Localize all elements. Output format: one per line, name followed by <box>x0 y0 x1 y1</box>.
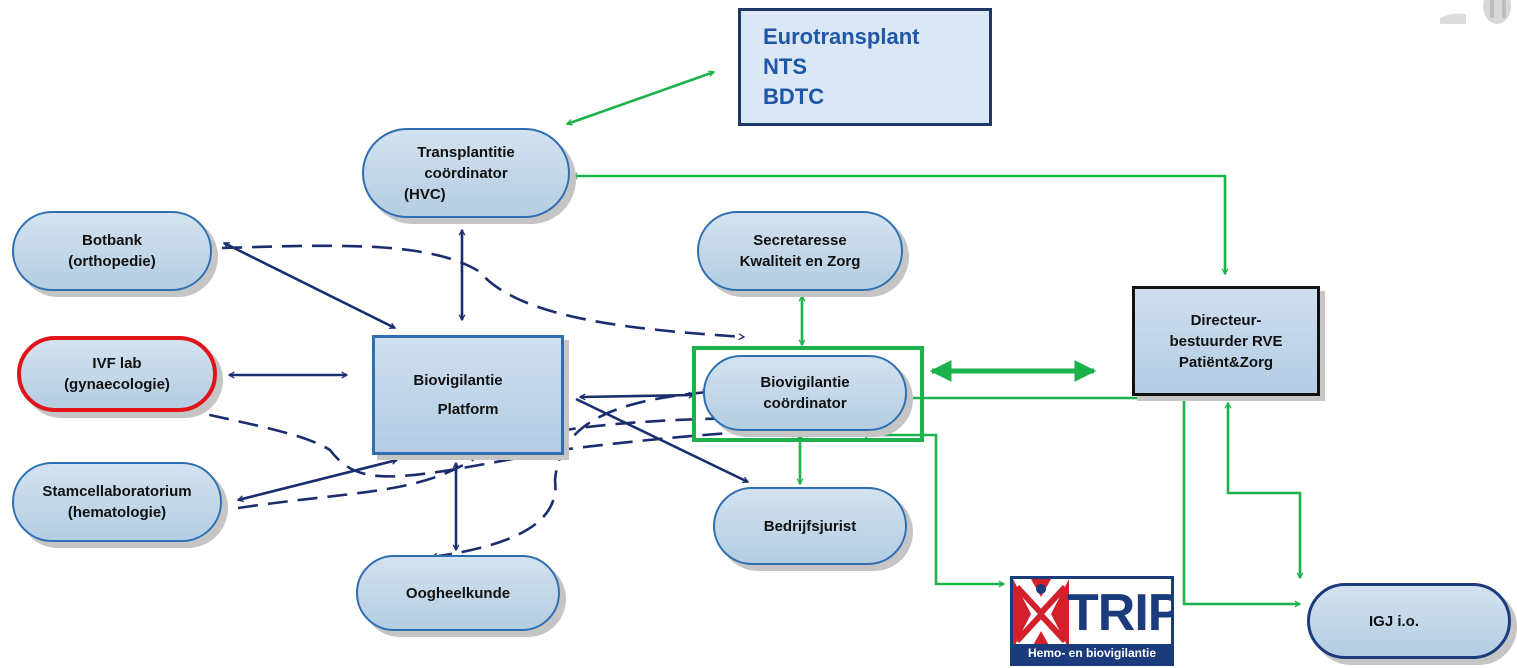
arrow-transplant-directeur <box>572 176 1225 274</box>
ivf-lab-node: IVF lab (gynaecologie) <box>17 336 217 412</box>
node-line: Bedrijfsjurist <box>763 517 857 535</box>
igj-node: IGJ i.o. <box>1307 583 1511 659</box>
trip-cross-icon <box>1013 579 1069 649</box>
eurotransplant-box: Eurotransplant NTS BDTC <box>738 8 992 126</box>
node-line: Transplantitie <box>417 143 515 161</box>
arrow-directeur-igj <box>1228 403 1300 578</box>
biovigilantie-coordinator-node: Biovigilantie coördinator <box>703 355 907 431</box>
dashed-oog-biocoord <box>432 392 708 557</box>
node-line: (orthopedie) <box>68 253 156 270</box>
node-line: coördinator <box>763 395 847 412</box>
dashed-ivf-biocoord <box>180 408 744 478</box>
arrow-stamcel-platform <box>238 460 397 500</box>
directeur-bestuurder-node: Directeur- bestuurder RVE Patiënt&Zorg <box>1132 286 1320 396</box>
node-line: (gynaecologie) <box>64 376 170 393</box>
node-line: IVF lab <box>92 355 142 372</box>
node-line: IGJ i.o. <box>1368 612 1419 630</box>
node-line: (hematologie) <box>67 504 167 521</box>
corner-decoration <box>1440 0 1511 24</box>
node-line: Oogheelkunde <box>405 584 511 602</box>
trip-logo: TRIP Hemo- en biovigilantie <box>1010 576 1174 666</box>
trip-wordmark: TRIP <box>1067 584 1174 642</box>
node-line: Kwaliteit en Zorg <box>739 253 861 270</box>
trip-tagline: Hemo- en biovigilantie <box>1013 644 1171 663</box>
arrow-biocoord-directeur-igj <box>906 398 1300 604</box>
node-line: Patiënt&Zorg <box>1178 353 1274 371</box>
transplant-coordinator-node: Transplantitie coördinator (HVC) <box>362 128 570 218</box>
bedrijfsjurist-node: Bedrijfsjurist <box>713 487 907 565</box>
arrow-transplant-euro <box>567 72 714 124</box>
node-line: BDTC <box>763 84 825 109</box>
node-line: Biovigilantie <box>760 374 850 391</box>
node-line: Botbank <box>82 232 142 249</box>
node-line: NTS <box>763 54 807 79</box>
botbank-node: Botbank (orthopedie) <box>12 211 212 291</box>
secretaresse-node: Secretaresse Kwaliteit en Zorg <box>697 211 903 291</box>
biovigilantie-coordinator-highlight <box>692 346 924 442</box>
node-line: Biovigilantie <box>413 372 503 389</box>
dashed-botbank-biocoord <box>221 244 744 337</box>
node-line: Directeur- <box>1190 311 1262 329</box>
node-line: (HVC) <box>404 185 446 203</box>
stamcellaboratorium-node: Stamcellaboratorium (hematologie) <box>12 462 222 542</box>
node-line: coördinator <box>424 164 508 182</box>
arrow-botbank-platform <box>224 241 395 330</box>
arrow-platform-biocoord <box>580 395 694 397</box>
node-line: bestuurder RVE <box>1169 332 1283 350</box>
node-line: Stamcellaboratorium <box>42 483 192 500</box>
oogheelkunde-node: Oogheelkunde <box>356 555 560 631</box>
node-line: Secretaresse <box>753 232 847 249</box>
biovigilantie-platform-node: Biovigilantie Platform <box>372 335 564 455</box>
arrow-biocoord-trip <box>862 435 1004 584</box>
node-line: Eurotransplant <box>763 24 920 49</box>
node-line: Platform <box>437 401 499 418</box>
